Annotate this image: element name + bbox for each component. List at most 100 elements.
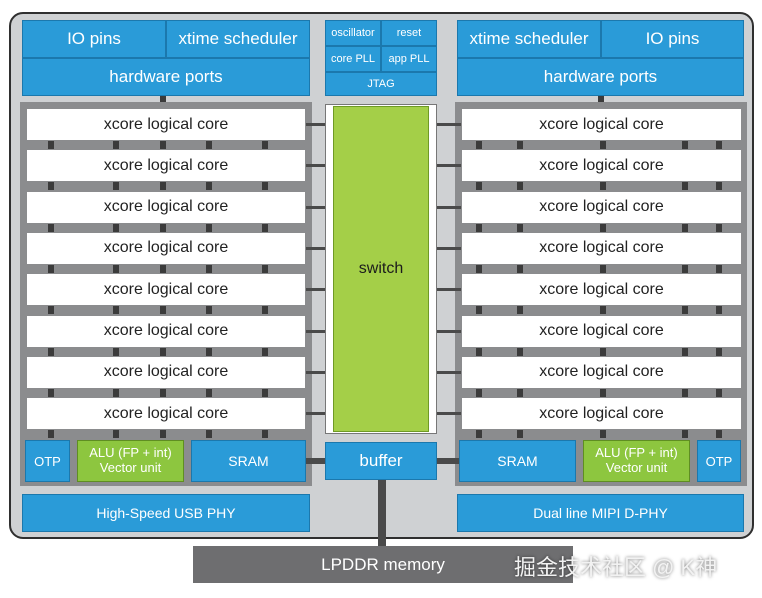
left-xcore-logical-core: xcore logical core: [26, 273, 306, 307]
app-pll-block: app PLL: [381, 46, 437, 72]
core-bus-stub: [206, 223, 212, 232]
core-bus-stub: [113, 347, 119, 356]
right-hardware-ports: hardware ports: [457, 58, 744, 96]
core-bus-stub: [600, 430, 606, 439]
core-switch-link: [306, 205, 325, 209]
core-switch-link: [306, 370, 325, 374]
left-alu-vector-unit: ALU (FP + int) Vector unit: [77, 440, 184, 482]
buffer: buffer: [325, 442, 437, 480]
core-bus-stub: [48, 388, 54, 397]
core-bus-stub: [682, 388, 688, 397]
right-ports-connector: [598, 96, 604, 104]
core-bus-stub: [160, 347, 166, 356]
core-bus-stub: [113, 141, 119, 149]
core-bus-stub: [113, 223, 119, 232]
left-alu-label: ALU (FP + int): [89, 445, 172, 461]
core-bus-stub: [517, 182, 523, 191]
core-bus-stub: [682, 306, 688, 315]
core-bus-stub: [113, 264, 119, 273]
core-bus-stub: [476, 141, 482, 149]
core-bus-stub: [48, 347, 54, 356]
core-switch-link: [306, 329, 325, 333]
right-xcore-logical-core: xcore logical core: [461, 273, 742, 307]
left-ports-connector: [160, 96, 166, 104]
core-bus-stub: [113, 388, 119, 397]
core-bus-stub: [716, 182, 722, 191]
left-xcore-logical-core: xcore logical core: [26, 231, 306, 265]
core-bus-stub: [600, 306, 606, 315]
core-switch-link: [306, 246, 325, 250]
left-xcore-logical-core: xcore logical core: [26, 149, 306, 183]
core-bus-stub: [476, 388, 482, 397]
core-pll-block: core PLL: [325, 46, 381, 72]
core-bus-stub: [206, 347, 212, 356]
core-switch-link: [306, 412, 325, 416]
right-phy: Dual line MIPI D-PHY: [457, 494, 744, 532]
core-switch-link: [437, 246, 461, 250]
core-switch-link: [437, 164, 461, 168]
core-bus-stub: [476, 347, 482, 356]
core-bus-stub: [716, 347, 722, 356]
core-bus-stub: [600, 223, 606, 232]
core-bus-stub: [517, 388, 523, 397]
left-otp: OTP: [25, 440, 70, 482]
core-bus-stub: [262, 264, 268, 273]
core-bus-stub: [262, 306, 268, 315]
core-bus-stub: [48, 430, 54, 439]
core-bus-stub: [160, 306, 166, 315]
right-xcore-logical-core: xcore logical core: [461, 355, 742, 389]
switch: switch: [333, 106, 429, 432]
left-xcore-logical-core: xcore logical core: [26, 108, 306, 141]
buffer-memory-link: [378, 480, 386, 548]
right-io-pins: IO pins: [601, 20, 744, 58]
core-bus-stub: [600, 388, 606, 397]
core-bus-stub: [476, 430, 482, 439]
core-bus-stub: [716, 388, 722, 397]
reset-block: reset: [381, 20, 437, 46]
right-xcore-logical-core: xcore logical core: [461, 108, 742, 141]
core-bus-stub: [160, 223, 166, 232]
core-switch-link: [437, 412, 461, 416]
core-switch-link: [437, 205, 461, 209]
core-switch-link: [306, 123, 325, 126]
core-bus-stub: [48, 141, 54, 149]
left-phy: High-Speed USB PHY: [22, 494, 310, 532]
left-io-pins: IO pins: [22, 20, 166, 58]
core-bus-stub: [160, 264, 166, 273]
core-bus-stub: [476, 306, 482, 315]
jtag-block: JTAG: [325, 72, 437, 96]
core-switch-link: [306, 288, 325, 292]
core-bus-stub: [716, 141, 722, 149]
core-bus-stub: [262, 223, 268, 232]
core-bus-stub: [600, 264, 606, 273]
right-xcore-logical-core: xcore logical core: [461, 190, 742, 224]
core-bus-stub: [716, 223, 722, 232]
lpddr-memory: LPDDR memory: [193, 546, 573, 583]
core-bus-stub: [682, 347, 688, 356]
core-bus-stub: [160, 141, 166, 149]
left-vector-label: Vector unit: [99, 460, 162, 475]
left-hardware-ports: hardware ports: [22, 58, 310, 96]
left-xcore-logical-core: xcore logical core: [26, 355, 306, 389]
core-bus-stub: [716, 306, 722, 315]
left-xcore-logical-core: xcore logical core: [26, 314, 306, 348]
core-bus-stub: [262, 347, 268, 356]
buffer-link-left: [306, 458, 325, 464]
core-bus-stub: [716, 264, 722, 273]
left-xcore-logical-core: xcore logical core: [26, 190, 306, 224]
core-bus-stub: [206, 264, 212, 273]
core-bus-stub: [600, 347, 606, 356]
right-sram: SRAM: [459, 440, 576, 482]
core-bus-stub: [48, 182, 54, 191]
core-bus-stub: [600, 141, 606, 149]
core-switch-link: [437, 288, 461, 292]
core-bus-stub: [682, 430, 688, 439]
oscillator-block: oscillator: [325, 20, 381, 46]
core-bus-stub: [206, 430, 212, 439]
core-bus-stub: [160, 182, 166, 191]
right-alu-vector-unit: ALU (FP + int) Vector unit: [583, 440, 690, 482]
right-vector-label: Vector unit: [605, 460, 668, 475]
watermark: 掘金技术社区 @ K神: [514, 555, 718, 580]
right-xcore-logical-core: xcore logical core: [461, 314, 742, 348]
core-bus-stub: [517, 223, 523, 232]
